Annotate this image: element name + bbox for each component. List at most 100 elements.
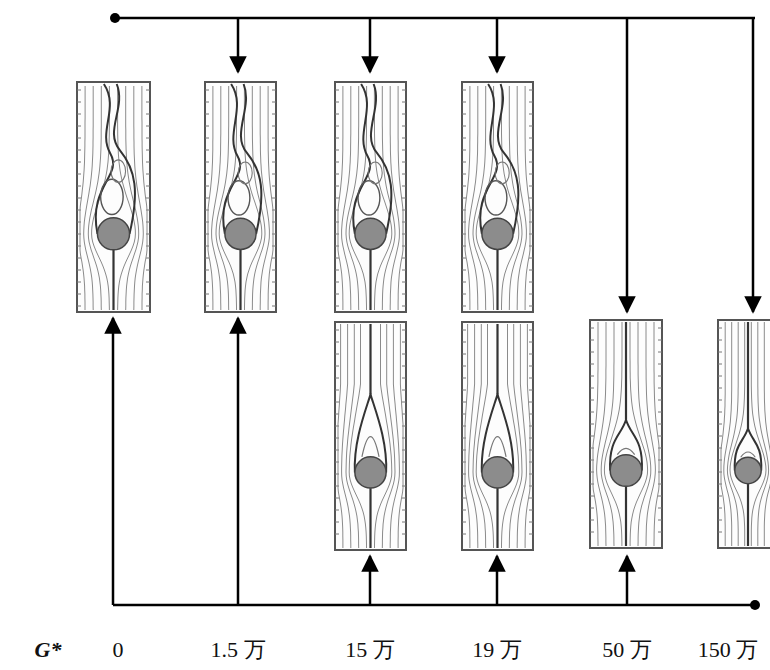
flow-stroke — [84, 86, 94, 310]
flow-stroke — [625, 322, 627, 420]
flow-stroke — [77, 282, 81, 283]
flow-stroke — [382, 86, 395, 310]
flow-stroke — [112, 250, 114, 310]
flow-stroke — [77, 294, 81, 295]
flow-stroke — [146, 114, 150, 115]
flow-stroke — [529, 342, 533, 343]
flow-stroke — [747, 322, 749, 428]
sphere — [355, 218, 386, 249]
flow-stroke — [638, 322, 651, 546]
flow-stroke — [205, 282, 209, 283]
flow-stroke — [625, 486, 627, 546]
flow-stroke — [529, 162, 533, 163]
flow-stroke — [369, 324, 371, 394]
flow-stroke — [529, 294, 533, 295]
flow-stroke — [658, 508, 662, 509]
flow-stroke — [402, 498, 406, 499]
flow-stroke — [730, 322, 745, 546]
flow-stroke — [272, 114, 276, 115]
flow-stroke — [335, 354, 339, 355]
flow-stroke — [462, 138, 466, 139]
flow-stroke — [529, 114, 533, 115]
flow-stroke — [239, 249, 241, 310]
flow-stroke — [358, 181, 380, 215]
flow-stroke — [77, 102, 81, 103]
flow-stroke — [462, 330, 466, 331]
flow-stroke — [77, 162, 81, 163]
flow-stroke — [489, 437, 506, 457]
flow-stroke — [718, 364, 722, 365]
flow-stroke — [525, 86, 530, 310]
flow-stroke — [658, 364, 662, 365]
flow-stroke — [529, 270, 533, 271]
flow-stroke — [77, 270, 81, 271]
flow-stroke — [402, 354, 406, 355]
flow-stroke — [462, 102, 466, 103]
flow-stroke — [146, 174, 150, 175]
flow-stroke — [335, 534, 339, 535]
flow-stroke — [718, 412, 722, 413]
flow-stroke — [369, 488, 371, 548]
flow-stroke — [529, 258, 533, 259]
flow-stroke — [590, 532, 594, 533]
flow-stroke — [205, 138, 209, 139]
flow-stroke — [111, 160, 125, 182]
flow-stroke — [402, 402, 406, 403]
flow-stroke — [462, 198, 466, 199]
flow-stroke — [205, 270, 209, 271]
flow-stroke — [335, 402, 339, 403]
flow-stroke — [146, 294, 150, 295]
flow-stroke — [462, 390, 466, 391]
flow-stroke — [272, 126, 276, 127]
flow-stroke — [252, 86, 265, 310]
flow-stroke — [205, 198, 209, 199]
flow-stroke — [529, 378, 533, 379]
flow-stroke — [146, 186, 150, 187]
flow-stroke — [496, 324, 498, 394]
flow-stroke — [718, 436, 722, 437]
flow-stroke — [462, 114, 466, 115]
flow-stroke — [593, 322, 598, 546]
flow-stroke — [718, 520, 722, 521]
flow-stroke — [658, 496, 662, 497]
flow-stroke — [335, 90, 339, 91]
axis-value: 19 万 — [472, 639, 522, 661]
flow-stroke — [146, 126, 150, 127]
flow-stroke — [462, 522, 466, 523]
flow-stroke — [268, 86, 273, 310]
flow-stroke — [335, 294, 339, 295]
flow-stroke — [342, 324, 351, 548]
flow-stroke — [335, 522, 339, 523]
flow-panel — [335, 322, 406, 550]
flow-stroke — [77, 174, 81, 175]
flow-stroke — [335, 102, 339, 103]
flow-stroke — [77, 306, 81, 307]
flow-panel — [335, 82, 406, 312]
flow-stroke — [146, 150, 150, 151]
flow-stroke — [529, 90, 533, 91]
flow-stroke — [272, 186, 276, 187]
flow-stroke — [590, 496, 594, 497]
flow-stroke — [77, 114, 81, 115]
axis-symbol: G* — [35, 639, 62, 661]
flow-stroke — [462, 510, 466, 511]
panel-frame — [335, 322, 406, 550]
flow-stroke — [208, 86, 213, 310]
flow-stroke — [398, 324, 403, 548]
flow-stroke — [368, 162, 382, 184]
flow-stroke — [146, 138, 150, 139]
flow-stroke — [335, 498, 339, 499]
flow-stroke — [205, 294, 209, 295]
flow-stroke — [335, 282, 339, 283]
flow-stroke — [77, 150, 81, 151]
flow-stroke — [529, 282, 533, 283]
flow-stroke — [335, 186, 339, 187]
flow-stroke — [205, 162, 209, 163]
flow-stroke — [590, 412, 594, 413]
flow-stroke — [764, 322, 770, 546]
flow-stroke — [335, 126, 339, 127]
flow-stroke — [462, 294, 466, 295]
flow-stroke — [205, 174, 209, 175]
flow-stroke — [469, 86, 478, 310]
flow-stroke — [485, 181, 507, 215]
